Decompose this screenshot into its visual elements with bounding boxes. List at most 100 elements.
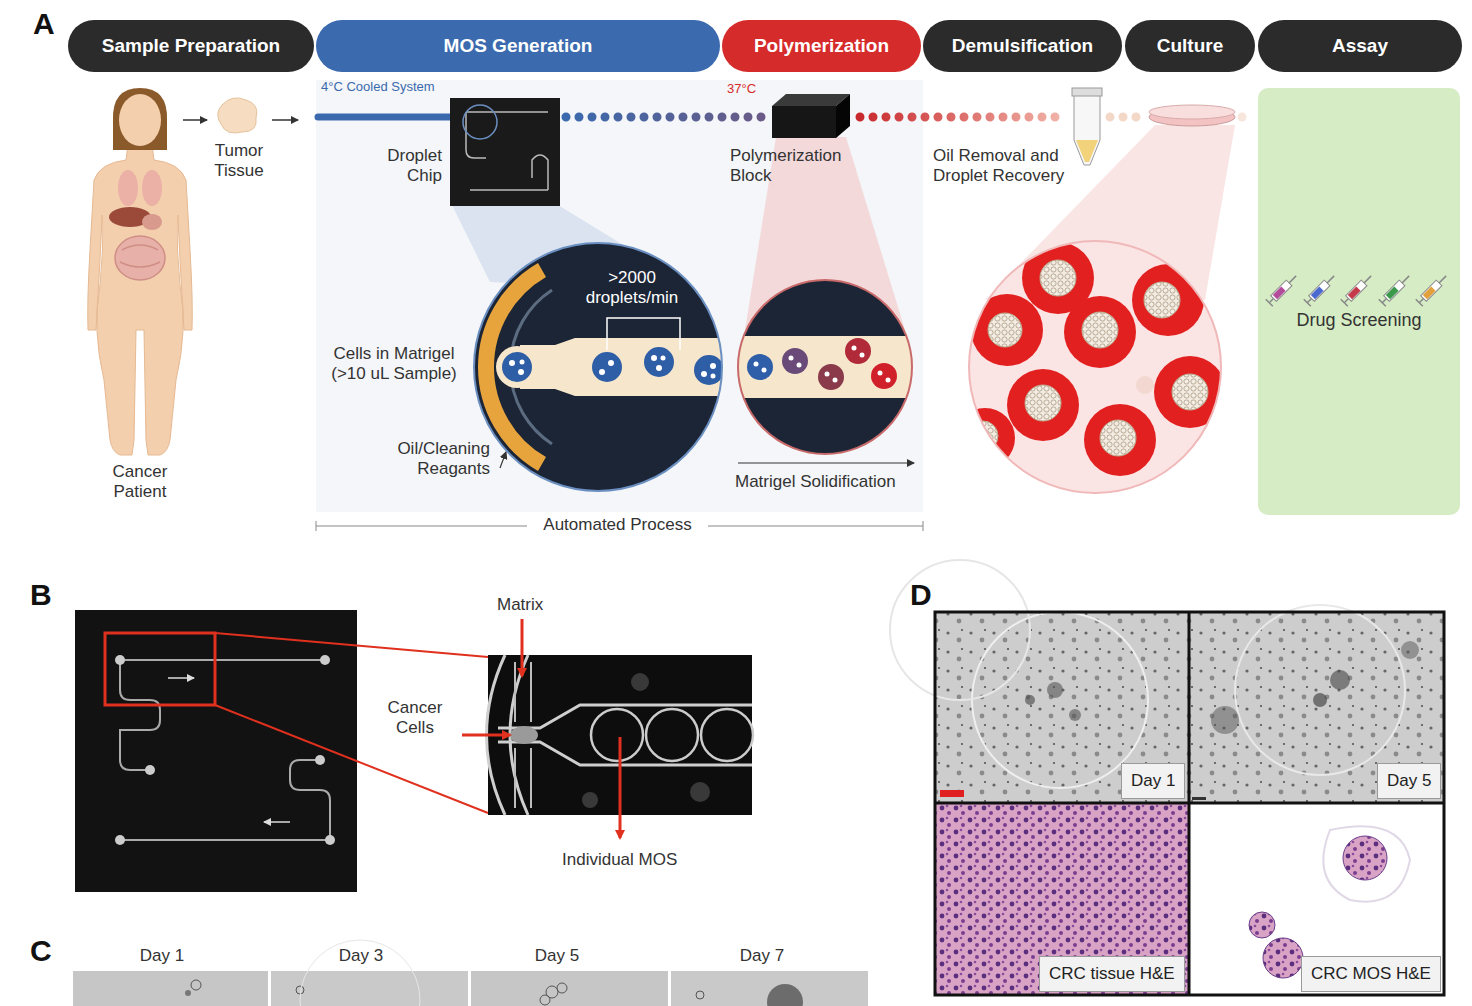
stage-pill: Demulsification xyxy=(923,20,1122,72)
patient-figure-part xyxy=(118,170,138,206)
solidification-zoom-part xyxy=(736,278,916,458)
tube-icon xyxy=(1072,88,1102,165)
droplet-stream xyxy=(566,113,766,122)
recovered-droplets-part xyxy=(988,313,1022,347)
stage-pill: Culture xyxy=(1125,20,1255,72)
solidification-zoom-part xyxy=(860,353,865,358)
stage-pill: Sample Preparation xyxy=(68,20,314,72)
syringe-icon xyxy=(1341,272,1375,306)
microscopy-tiles-part xyxy=(935,612,1188,802)
syringe-icon-part xyxy=(1423,286,1436,299)
item-label: Cancer Patient xyxy=(95,462,185,503)
microscopy-tiles-part xyxy=(1047,682,1063,698)
droplet-generation-zoom-part xyxy=(470,240,730,495)
culture-timecourse-part xyxy=(557,983,567,993)
bracket-label: Automated Process xyxy=(527,515,708,535)
microscopy-tiles-part xyxy=(1401,641,1419,659)
microscopy-tiles-part xyxy=(1190,804,1444,995)
microscopy-tiles-part xyxy=(1249,912,1275,938)
syringe-icon xyxy=(1304,272,1338,306)
polymerization-block-icon xyxy=(772,94,850,138)
chip-photo-part xyxy=(115,655,125,665)
microscopy-tiles xyxy=(890,560,1444,995)
syringe-icon xyxy=(1416,272,1450,306)
solidification-zoom-part xyxy=(797,363,802,368)
microscopy-tiles-part xyxy=(890,560,1030,700)
solidification-zoom-part xyxy=(886,378,891,383)
droplet-stream xyxy=(1110,113,1142,122)
microscopy-tiles-part xyxy=(1190,612,1444,802)
culture-timecourse-part xyxy=(271,971,468,1006)
item-label: Cells in Matrigel (>10 uL Sample) xyxy=(318,344,470,385)
solidification-zoom-part xyxy=(845,338,871,364)
solidification-zoom-part xyxy=(782,348,808,374)
droplet-generation-zoom xyxy=(470,240,730,495)
image-tag: CRC MOS H&E xyxy=(1301,956,1441,992)
stage-title: Assay xyxy=(1332,35,1388,57)
culture-timecourse-part xyxy=(300,940,420,1006)
dish-icon-part xyxy=(1149,105,1235,119)
junction-photo-part xyxy=(690,782,710,802)
droplet-chip-icon-part xyxy=(463,105,497,139)
recovered-droplets-part xyxy=(1025,385,1061,421)
microscopy-tiles-part xyxy=(1192,797,1206,800)
recovered-droplets-part xyxy=(1064,296,1136,368)
droplet-generation-zoom-part xyxy=(711,374,716,379)
recovered-droplets-part xyxy=(1136,376,1154,394)
stage-pill: Assay xyxy=(1258,20,1462,72)
chip-photo-part xyxy=(315,755,325,765)
chip-photo-part xyxy=(168,677,194,679)
droplet-generation-zoom-part xyxy=(651,355,657,361)
stage-title: Sample Preparation xyxy=(102,35,280,57)
solidification-zoom-part xyxy=(747,354,773,380)
droplet-generation-zoom-part xyxy=(608,360,614,366)
syringe-icon-part xyxy=(1309,280,1330,301)
syringe-icon xyxy=(1379,272,1413,306)
stage-title: Culture xyxy=(1157,35,1224,57)
droplet-chip-icon xyxy=(450,98,560,206)
patient-figure xyxy=(88,88,193,455)
chip-photo xyxy=(75,610,357,892)
syringe-icon xyxy=(1266,272,1300,306)
pointer-arrow xyxy=(521,619,524,676)
solidification-zoom-part xyxy=(852,346,857,351)
assay-panel: Drug Screening xyxy=(1258,88,1460,515)
callout-label: Matrix xyxy=(497,595,543,615)
day-label: Day 3 xyxy=(321,946,401,966)
microscopy-tiles-part xyxy=(940,790,964,797)
droplet-generation-zoom-part xyxy=(518,369,524,375)
junction-photo-part xyxy=(701,709,753,761)
droplet-generation-zoom-part xyxy=(509,360,515,366)
flow-arrow xyxy=(272,119,298,121)
day-label: Day 7 xyxy=(722,946,802,966)
microscopy-tiles-part xyxy=(1211,706,1239,734)
culture-timecourse-part xyxy=(73,971,268,1006)
patient-figure-part xyxy=(119,94,161,146)
droplet-chip-icon-part xyxy=(466,112,548,190)
solidification-zoom-part xyxy=(762,368,767,373)
chip-photo-part xyxy=(115,835,125,845)
droplet-generation-zoom-part xyxy=(701,371,707,377)
syringe-icon-part xyxy=(1266,272,1300,306)
zoom-circle: >2000 droplets/min xyxy=(473,242,723,492)
recovered-droplets-part xyxy=(1007,369,1079,441)
microscopy-tiles-part xyxy=(1330,670,1350,690)
recovered-droplets xyxy=(955,240,1226,496)
microscopy-tiles-part xyxy=(935,804,1188,995)
node-text: CRC tissue H&E xyxy=(1049,964,1175,983)
polymerization-block-icon-part xyxy=(772,106,836,138)
item-label: Droplet Chip xyxy=(358,146,442,187)
patient-figure-part xyxy=(142,214,162,230)
solidification-zoom-part xyxy=(833,378,838,383)
polymerization-block-icon-part xyxy=(836,94,850,138)
tube-icon-part xyxy=(1072,88,1102,96)
junction-photo-part xyxy=(498,705,752,765)
junction-photo-part xyxy=(646,709,698,761)
day-label: Day 5 xyxy=(517,946,597,966)
microscopy-tiles-part xyxy=(1313,693,1327,707)
item-label: Polymerization Block xyxy=(730,146,860,187)
syringe-icon-part xyxy=(1271,280,1292,301)
culture-timecourse xyxy=(73,940,868,1006)
panel-letter: C xyxy=(30,933,52,969)
tube-icon-part xyxy=(1076,140,1098,162)
